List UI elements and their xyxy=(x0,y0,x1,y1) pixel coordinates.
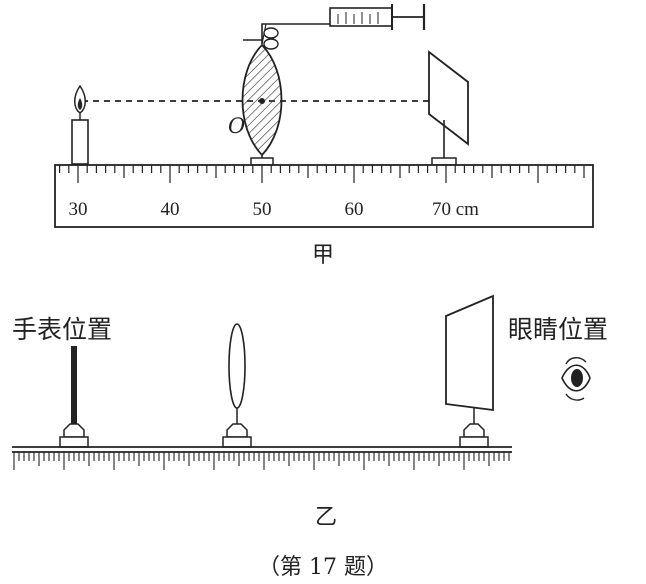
watch-rod xyxy=(59,346,89,448)
caption-yi: 乙 xyxy=(315,505,337,530)
lens-label-o: O xyxy=(228,114,245,138)
lens-optical-center xyxy=(259,98,265,104)
watch-position-label: 手表位置 xyxy=(12,315,112,344)
eye-icon xyxy=(561,357,591,401)
caption-jia: 甲 xyxy=(312,243,334,268)
screen-jia xyxy=(428,50,469,166)
ruler-jia-ticks xyxy=(58,165,585,183)
figure-jia: O 30 xyxy=(54,4,594,268)
scale-label: 30 xyxy=(69,199,88,220)
scale-label: 50 xyxy=(253,199,272,220)
scale-label-cm: 70 cm xyxy=(432,199,479,220)
scale-label: 40 xyxy=(161,199,180,220)
water-lens xyxy=(241,43,283,166)
syringe xyxy=(243,4,426,50)
problem-caption: （第 17 题） xyxy=(258,555,388,580)
ruler-jia: 30 40 50 60 70 cm xyxy=(54,164,594,228)
figure-yi: 手表位置 眼睛位置 xyxy=(12,294,608,530)
lens-yi xyxy=(222,323,252,448)
optical-bench-yi xyxy=(12,446,512,470)
ruler-yi-ticks xyxy=(13,452,510,470)
candle xyxy=(71,84,89,165)
eye-position-label: 眼睛位置 xyxy=(508,315,608,344)
screen-yi xyxy=(445,294,494,448)
scale-label: 60 xyxy=(345,199,364,220)
